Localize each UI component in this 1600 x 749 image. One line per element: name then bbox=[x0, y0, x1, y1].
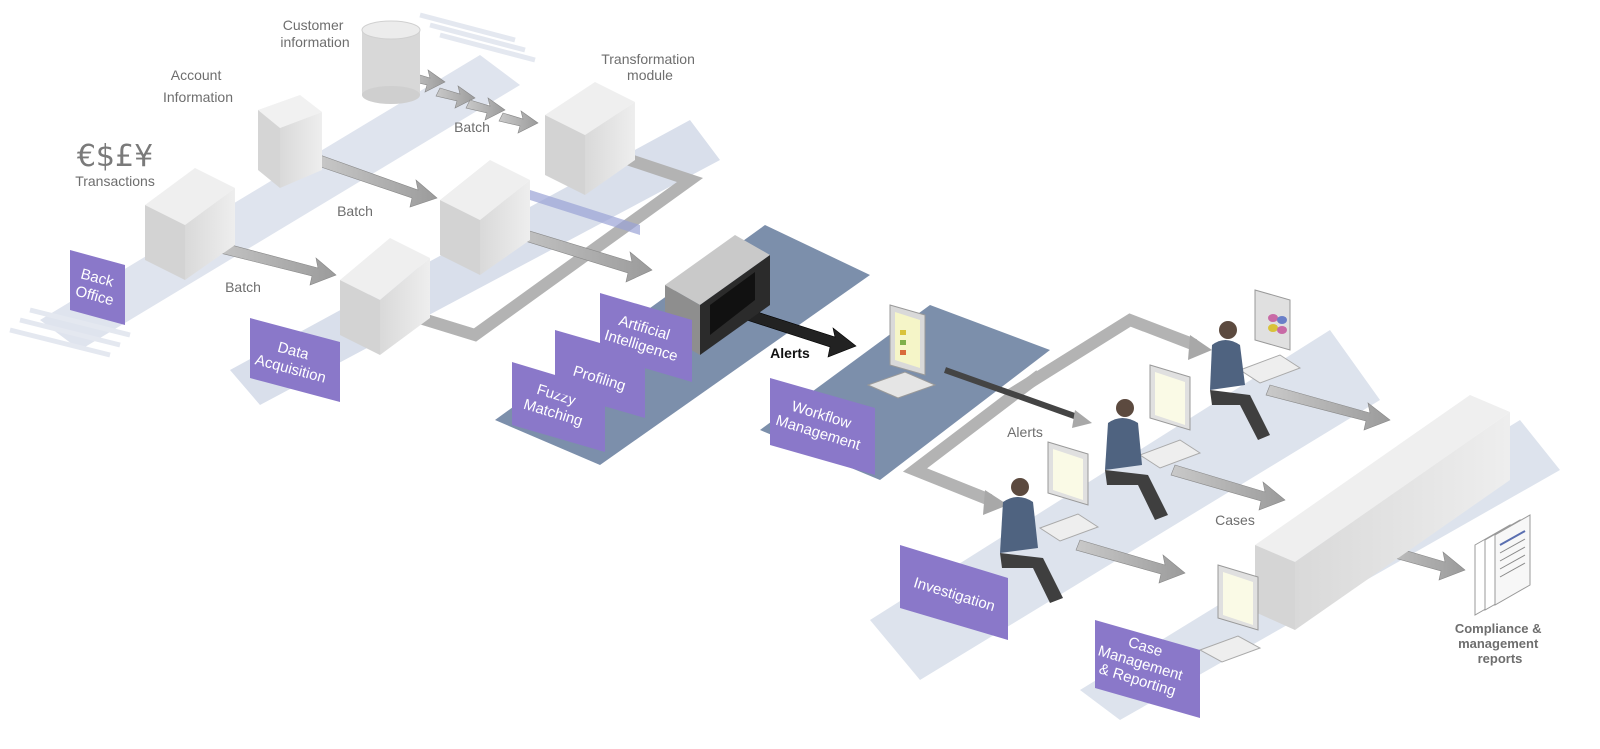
tag-back-office: Back Office bbox=[70, 250, 125, 325]
database-icon bbox=[361, 20, 421, 104]
arrow-batch-top-4 bbox=[498, 110, 539, 134]
arrow-alerts-to-desk bbox=[943, 367, 1082, 421]
case-archive-server-icon bbox=[1255, 395, 1510, 630]
tag-data-acquisition: Data Acquisition bbox=[250, 318, 340, 402]
tag-artificial-intelligence: Artificial Intelligence bbox=[600, 293, 692, 382]
label-customer-information-line2: information bbox=[280, 34, 349, 50]
platform-back-office bbox=[40, 55, 520, 350]
blue-link bbox=[530, 190, 640, 235]
arrow-batch-top-2 bbox=[435, 85, 476, 109]
flow-arrows bbox=[199, 69, 1466, 584]
arrow-alerts-upper bbox=[1006, 313, 1198, 401]
label-transactions: Transactions bbox=[75, 173, 155, 189]
tag-investigation: Investigation bbox=[900, 545, 1008, 640]
transformation-server-icon bbox=[545, 82, 635, 195]
decorative-stripes bbox=[9, 12, 536, 358]
currency-symbols-icon: €$£¥ bbox=[77, 139, 153, 174]
label-account-information-line2: Information bbox=[163, 89, 233, 105]
label-compliance-reports-line1: Compliance & bbox=[1455, 621, 1542, 636]
arrow-cases-1 bbox=[1265, 384, 1391, 431]
arrow-batch-middle bbox=[314, 154, 438, 208]
arrow-cases-3 bbox=[1075, 539, 1186, 584]
arrow-batch-top-3 bbox=[465, 97, 506, 121]
analyst-workstation-lower bbox=[1000, 441, 1100, 603]
account-server-icon bbox=[258, 95, 322, 188]
tag-workflow-management: Workflow Management bbox=[770, 378, 875, 475]
label-cases: Cases bbox=[1215, 512, 1255, 528]
label-customer-information: Customer information bbox=[280, 17, 349, 50]
arrow-alerts-to-desk-head bbox=[1072, 410, 1092, 428]
label-transformation-module: Transformation module bbox=[601, 51, 699, 83]
label-compliance-reports-line2: management bbox=[1458, 636, 1539, 651]
workstations bbox=[866, 289, 1531, 663]
data-sources bbox=[145, 20, 1510, 630]
label-alerts-secondary: Alerts bbox=[1007, 424, 1043, 440]
arrow-cases-2 bbox=[1170, 464, 1286, 511]
transactions-server-icon bbox=[145, 168, 235, 280]
analyst-workstation-middle bbox=[1105, 364, 1202, 520]
tag-case-management: Case Management & Reporting bbox=[1095, 620, 1200, 718]
label-compliance-reports: Compliance & management reports bbox=[1455, 621, 1545, 666]
case-monitor-icon bbox=[1198, 564, 1262, 663]
reports-document-icon bbox=[1474, 514, 1531, 616]
acquisition-server-lower-icon bbox=[340, 238, 430, 355]
analyst-workstation-top bbox=[1210, 289, 1302, 440]
label-batch-bottom: Batch bbox=[225, 279, 261, 295]
arrow-alerts-upper-head bbox=[1188, 335, 1212, 360]
label-transformation-module-line1: Transformation bbox=[601, 51, 695, 67]
person-icon bbox=[1210, 321, 1270, 440]
arrow-alerts-lower bbox=[902, 370, 1044, 506]
label-compliance-reports-line3: reports bbox=[1478, 651, 1523, 666]
person-icon bbox=[1000, 478, 1063, 603]
arrow-alerts-lower-head bbox=[983, 490, 1008, 515]
label-account-information: Account Information bbox=[163, 67, 233, 105]
label-customer-information-line1: Customer bbox=[283, 17, 344, 33]
label-transformation-module-line2: module bbox=[627, 67, 673, 83]
person-icon bbox=[1105, 399, 1168, 520]
label-alerts-main: Alerts bbox=[770, 345, 810, 361]
workflow-monitor-icon bbox=[866, 304, 937, 399]
label-batch-top: Batch bbox=[454, 119, 490, 135]
label-batch-middle: Batch bbox=[337, 203, 373, 219]
acquisition-server-upper-icon bbox=[440, 160, 530, 275]
label-account-information-line1: Account bbox=[171, 67, 222, 83]
